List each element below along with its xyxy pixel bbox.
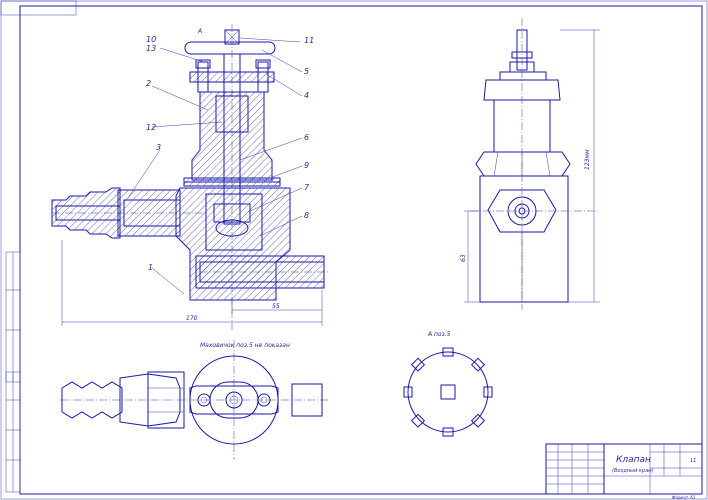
side-view: 123мм 63 — [460, 18, 600, 310]
callout-6: 6 — [304, 133, 309, 142]
bottom-view: Маховичок поз.5 не показан — [60, 340, 330, 460]
drawing-frame — [19, 5, 703, 495]
callout-9: 9 — [304, 161, 309, 170]
bottom-view-note: Маховичок поз.5 не показан — [200, 342, 290, 349]
dim-side: 63 — [460, 254, 467, 262]
title-block: Клапан (Вохдный кран) 11 Формат А3 — [545, 443, 703, 500]
detail-view-note: А поз.5 — [427, 331, 451, 338]
callout-7: 7 — [304, 183, 310, 192]
main-dimensions: 170 55 — [61, 240, 323, 326]
format-value: А3 — [689, 495, 696, 500]
main-section-view — [51, 24, 330, 330]
callout-2: 2 — [146, 79, 151, 88]
dim-overall-length: 170 — [186, 315, 198, 322]
callout-13: 13 — [146, 44, 156, 53]
detail-view-a: А поз.5 — [403, 331, 493, 437]
drawing-subtitle: (Вохдный кран) — [612, 468, 653, 474]
format-label: Формат — [672, 495, 689, 500]
callout-leaders — [127, 37, 303, 295]
dim-outlet: 55 — [272, 303, 280, 310]
dim-height: 123мм — [584, 149, 591, 170]
callout-12: 12 — [146, 123, 156, 132]
drawing-title: Клапан — [616, 455, 651, 465]
callout-4: 4 — [304, 91, 309, 100]
callout-labels: 10 13 2 12 3 1 11 5 4 6 9 7 8 А — [146, 28, 314, 272]
left-margin-stamps — [5, 251, 21, 493]
view-marker: А — [197, 28, 202, 35]
callout-5: 5 — [304, 67, 309, 76]
callout-11: 11 — [304, 36, 314, 45]
callout-1: 1 — [148, 263, 153, 272]
callout-3: 3 — [156, 143, 161, 152]
sheet-number: 11 — [690, 458, 696, 464]
callout-8: 8 — [304, 211, 309, 220]
top-left-stamp — [0, 0, 77, 16]
callout-10: 10 — [146, 35, 156, 44]
